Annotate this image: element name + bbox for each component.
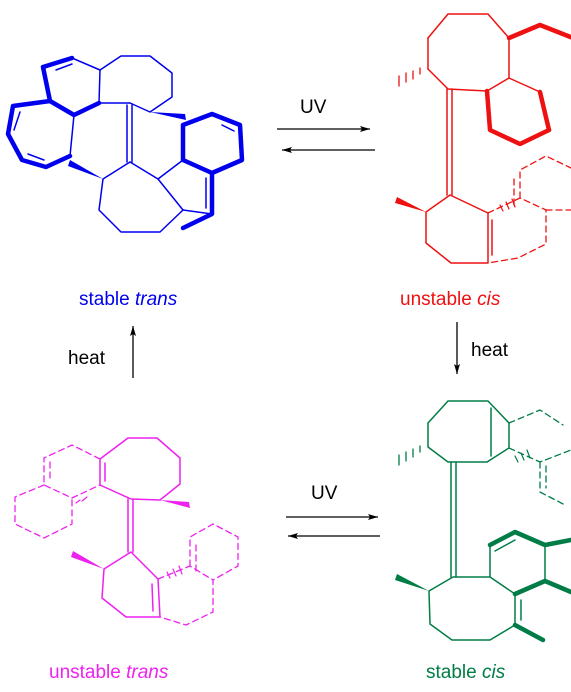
bottom-naphthalene bbox=[487, 529, 571, 643]
central-double-bond bbox=[126, 104, 133, 163]
heat-label-left: heat bbox=[68, 348, 106, 369]
bottom-ring bbox=[101, 551, 161, 618]
uv-arrow-top bbox=[277, 126, 375, 153]
arrow-head-icon bbox=[288, 533, 298, 539]
bottom-ring bbox=[425, 194, 493, 264]
bottom-ring bbox=[428, 544, 516, 641]
uv-label-top: UV bbox=[300, 97, 327, 118]
top-ring bbox=[99, 437, 181, 501]
methyl-wedge bbox=[150, 112, 186, 120]
central-double-bond bbox=[127, 498, 134, 553]
central-double-bond bbox=[450, 461, 457, 578]
label-unstable-trans: unstable trans bbox=[49, 662, 169, 683]
arrow-head-icon bbox=[368, 514, 378, 520]
bottom-ring bbox=[98, 161, 184, 233]
stable-trans-molecule bbox=[5, 55, 245, 233]
label-unstable-cis: unstable cis bbox=[400, 289, 501, 310]
methyl-wedge bbox=[395, 574, 429, 591]
label-stable-cis: stable cis bbox=[426, 662, 506, 683]
methyl-wedge bbox=[395, 197, 426, 212]
dashed-naphthalene bbox=[157, 523, 239, 626]
heat-label-right: heat bbox=[471, 340, 509, 361]
hash-bond bbox=[514, 449, 531, 463]
hash-bond bbox=[499, 198, 516, 212]
top-naphthalene bbox=[484, 22, 571, 147]
arrow-head-icon bbox=[454, 364, 460, 374]
methyl-hash bbox=[398, 445, 421, 466]
dashed-naphthalene bbox=[14, 444, 101, 539]
unstable-cis-molecule bbox=[395, 13, 571, 264]
top-ring bbox=[427, 400, 510, 463]
bottom-naphthalene bbox=[157, 111, 245, 231]
dashed-naphthalene bbox=[487, 155, 571, 264]
arrow-head-icon bbox=[130, 326, 136, 336]
arrow-head-icon bbox=[360, 126, 370, 132]
methyl-wedge bbox=[68, 160, 103, 179]
methyl-wedge bbox=[71, 551, 104, 569]
label-stable-trans: stable trans bbox=[79, 289, 178, 310]
uv-label-bottom: UV bbox=[311, 483, 338, 504]
arrow-head-icon bbox=[282, 147, 292, 153]
top-naphthalene bbox=[5, 55, 131, 170]
methyl-hash bbox=[398, 67, 421, 87]
unstable-trans-molecule bbox=[14, 437, 239, 626]
top-ring bbox=[427, 13, 510, 92]
hash-bond bbox=[75, 496, 88, 504]
hash-bond bbox=[166, 565, 183, 579]
uv-arrow-bottom bbox=[286, 514, 380, 539]
stable-cis-molecule bbox=[395, 400, 571, 643]
dashed-naphthalene bbox=[508, 409, 571, 506]
heat-arrow-up bbox=[130, 326, 136, 378]
central-double-bond bbox=[446, 88, 453, 196]
heat-arrow-down bbox=[454, 322, 460, 374]
methyl-wedge bbox=[160, 500, 190, 508]
